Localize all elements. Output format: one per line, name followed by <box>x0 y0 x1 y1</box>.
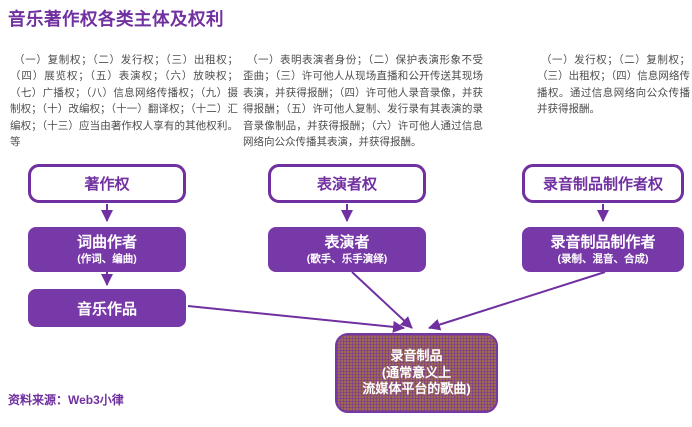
producer-rights-note: （一）发行权；（二）复制权；（三）出租权；（四）信息网络传播权。通过信息网络向公… <box>537 54 690 116</box>
subject-box-performer: 表演者 (歌手、乐手演绎) <box>268 227 426 272</box>
arrow-producer-to-recording <box>428 271 606 331</box>
performer-rights-note: （一）表明表演者身份；（二）保护表演形象不受歪曲；（三）许可他人从现场直播和公开… <box>243 54 483 149</box>
songwriter-label: 词曲作者 <box>76 233 137 251</box>
right-box-copyright-label: 著作权 <box>84 176 130 193</box>
performer-sublabel: (歌手、乐手演绎) <box>306 252 388 265</box>
sound-recording-line2: (通常意义上 <box>381 364 452 380</box>
music-work-label: 音乐作品 <box>76 300 137 318</box>
right-box-producer-label: 录音制品制作者权 <box>542 176 663 193</box>
source-note: 资料来源：Web3小律 <box>8 393 124 407</box>
page-title: 音乐著作权各类主体及权利 <box>8 9 224 29</box>
subject-box-producer: 录音制品制作者 (录制、混音、合成) <box>522 227 684 272</box>
arrow-performer-to-recording <box>351 271 413 329</box>
producer-sublabel: (录制、混音、合成) <box>557 252 649 265</box>
right-box-copyright: 著作权 <box>28 164 186 203</box>
songwriter-sublabel: (作词、编曲) <box>77 252 137 265</box>
subject-box-songwriter: 词曲作者 (作词、编曲) <box>28 227 186 272</box>
arrow-music-work-to-recording <box>187 305 405 333</box>
result-box-sound-recording: 录音制品 (通常意义上 流媒体平台的歌曲) <box>335 333 498 413</box>
sound-recording-line3: 流媒体平台的歌曲) <box>362 381 471 397</box>
sound-recording-line1: 录音制品 <box>390 348 443 364</box>
right-box-performer: 表演者权 <box>268 164 426 203</box>
right-box-producer: 录音制品制作者权 <box>522 164 684 203</box>
performer-label: 表演者 <box>324 233 370 251</box>
producer-label: 录音制品制作者 <box>550 233 656 251</box>
right-box-performer-label: 表演者权 <box>316 176 377 193</box>
work-box-music-work: 音乐作品 <box>28 289 186 327</box>
copyright-rights-note: （一）复制权；（二）发行权；（三）出租权；（四）展览权；（五）表演权；（六）放映… <box>10 54 238 149</box>
